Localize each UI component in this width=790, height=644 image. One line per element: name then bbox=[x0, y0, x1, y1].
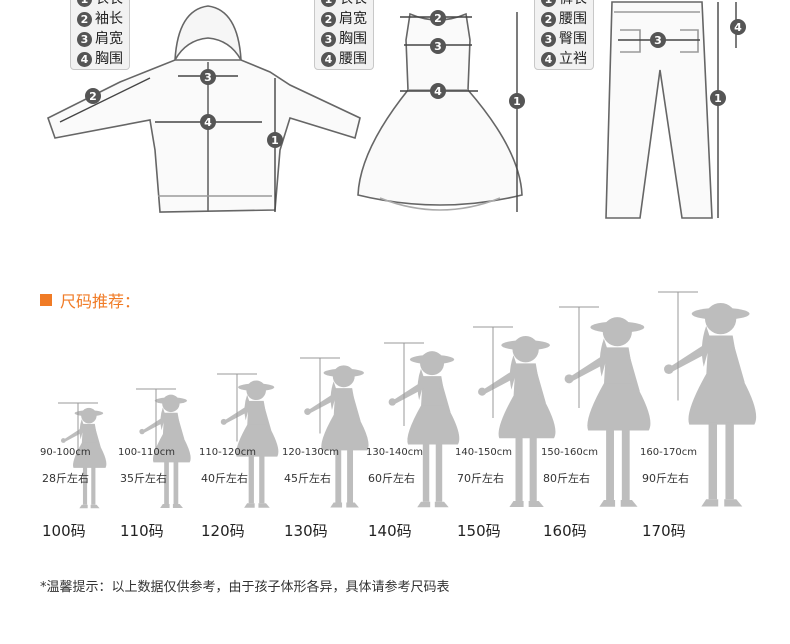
svg-text:4: 4 bbox=[734, 21, 742, 34]
weight-label: 90斤左右 bbox=[642, 472, 689, 485]
marker-jacket-length: 1 bbox=[267, 132, 283, 148]
marker-dress-shoulder: 2 bbox=[430, 10, 446, 26]
size-label: 170码 bbox=[642, 522, 686, 540]
svg-text:3: 3 bbox=[434, 40, 442, 53]
marker-jacket-chest: 4 bbox=[200, 114, 216, 130]
height-range-label: 120-130cm bbox=[282, 447, 340, 458]
legend-item: 1衣长 bbox=[77, 0, 123, 9]
marker-jacket-shoulder: 3 bbox=[200, 69, 216, 85]
height-marker bbox=[473, 326, 513, 418]
height-marker bbox=[217, 373, 257, 442]
height-marker bbox=[136, 388, 176, 449]
svg-text:1: 1 bbox=[271, 134, 279, 147]
garment-diagrams: 1 2 3 4 2 3 4 1 3 1 4 bbox=[47, 1, 746, 219]
child-silhouette bbox=[478, 336, 556, 508]
weight-label: 80斤左右 bbox=[543, 472, 590, 485]
height-range-label: 110-120cm bbox=[199, 447, 257, 458]
svg-text:3: 3 bbox=[204, 71, 212, 84]
height-range-label: 130-140cm bbox=[366, 447, 424, 458]
weight-label: 70斤左右 bbox=[457, 472, 504, 485]
size-label: 150码 bbox=[457, 522, 501, 540]
svg-text:1: 1 bbox=[714, 92, 722, 105]
pants-legend: 1裤长 2腰围 3臀围 4立裆 bbox=[534, 0, 594, 70]
svg-text:4: 4 bbox=[204, 116, 212, 129]
size-label: 100码 bbox=[42, 522, 86, 540]
height-marker bbox=[300, 357, 340, 434]
child-silhouette bbox=[220, 380, 279, 508]
size-label: 140码 bbox=[368, 522, 412, 540]
jacket-diagram bbox=[47, 5, 361, 213]
child-silhouette bbox=[388, 351, 460, 508]
marker-pants-length: 1 bbox=[710, 90, 726, 106]
height-range-label: 150-160cm bbox=[541, 447, 599, 458]
svg-text:4: 4 bbox=[434, 85, 442, 98]
svg-text:3: 3 bbox=[654, 34, 662, 47]
child-silhouette bbox=[139, 394, 191, 509]
size-label: 110码 bbox=[120, 522, 164, 540]
diagram-markers: 1 2 3 4 2 3 4 1 3 1 4 bbox=[85, 10, 746, 148]
marker-dress-chest: 3 bbox=[430, 38, 446, 54]
height-marker bbox=[58, 402, 98, 456]
svg-text:2: 2 bbox=[434, 12, 442, 25]
height-marker bbox=[658, 291, 698, 401]
child-silhouette bbox=[304, 365, 369, 508]
child-silhouette bbox=[664, 302, 757, 507]
legend-item: 1衣长 bbox=[321, 0, 367, 9]
svg-text:1: 1 bbox=[513, 95, 521, 108]
weight-label: 28斤左右 bbox=[42, 472, 89, 485]
height-marker bbox=[559, 306, 599, 408]
marker-dress-waist: 4 bbox=[430, 83, 446, 99]
size-label: 120码 bbox=[201, 522, 245, 540]
child-silhouette bbox=[60, 407, 107, 509]
jacket-legend: 1衣长 2袖长 3肩宽 4胸围 bbox=[70, 0, 130, 70]
weight-label: 60斤左右 bbox=[368, 472, 415, 485]
weight-label: 35斤左右 bbox=[120, 472, 167, 485]
size-label: 130码 bbox=[284, 522, 328, 540]
size-label: 160码 bbox=[543, 522, 587, 540]
height-range-label: 100-110cm bbox=[118, 447, 176, 458]
height-range-label: 140-150cm bbox=[455, 447, 513, 458]
height-range-label: 90-100cm bbox=[40, 447, 91, 458]
height-marker bbox=[384, 342, 424, 426]
weight-label: 45斤左右 bbox=[284, 472, 331, 485]
orange-square-icon bbox=[40, 294, 52, 306]
height-range-label: 160-170cm bbox=[640, 447, 698, 458]
weight-label: 40斤左右 bbox=[201, 472, 248, 485]
legend-item: 1裤长 bbox=[541, 0, 587, 9]
child-silhouette bbox=[564, 317, 651, 507]
svg-text:2: 2 bbox=[89, 90, 97, 103]
footnote: *温馨提示：以上数据仅供参考，由于孩子体形各异，具体请参考尺码表 bbox=[40, 580, 450, 595]
marker-jacket-sleeve: 2 bbox=[85, 88, 101, 104]
marker-dress-length: 1 bbox=[509, 93, 525, 109]
size-recommendation-title: 尺码推荐： bbox=[40, 288, 140, 312]
marker-pants-hip: 3 bbox=[650, 32, 666, 48]
marker-pants-rise: 4 bbox=[730, 19, 746, 35]
dress-legend: 1衣长 2肩宽 3胸围 4腰围 bbox=[314, 0, 374, 70]
pants-diagram bbox=[605, 1, 737, 219]
